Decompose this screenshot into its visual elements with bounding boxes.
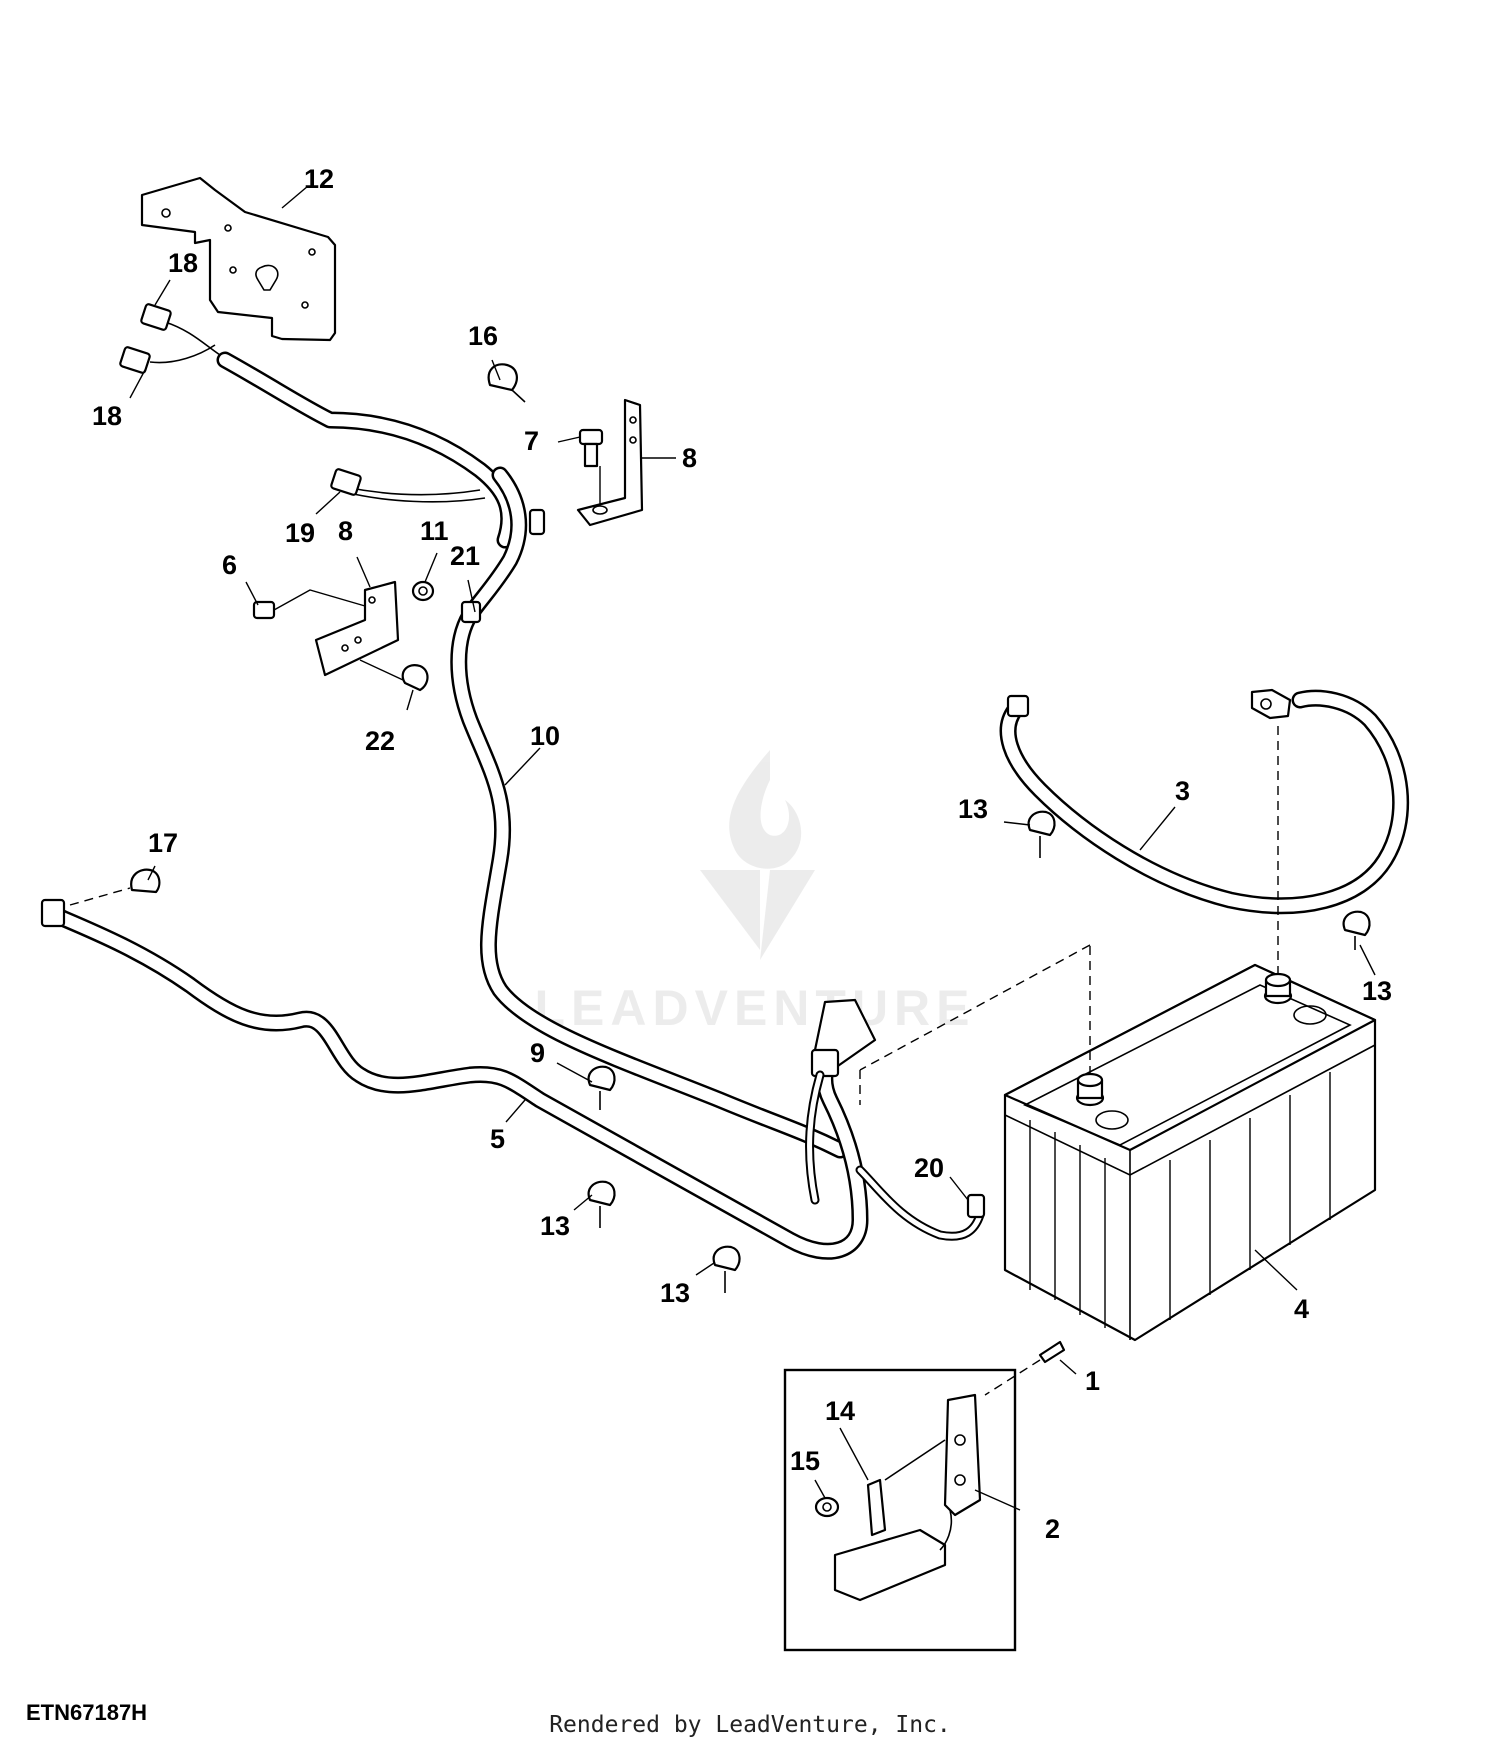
leadventure-watermark: LEADVENTURE [534,750,975,1036]
callouts: 1 2 3 4 5 6 7 8 8 9 10 11 12 13 13 13 13… [92,164,1392,1544]
bolt-7 [578,428,604,468]
grommet-11 [411,580,435,602]
callout-8-lower: 8 [338,516,353,546]
callout-16: 16 [468,321,498,351]
render-credit: Rendered by LeadVenture, Inc. [549,1712,951,1738]
callout-10: 10 [530,721,560,751]
mounting-plate [140,176,337,342]
clip-13-d [712,1245,741,1293]
upper-harness [119,303,546,624]
callout-9: 9 [530,1038,545,1068]
callout-15: 15 [790,1446,820,1476]
callout-11: 11 [420,516,449,546]
callout-5: 5 [490,1124,505,1154]
callout-8-upper: 8 [682,443,697,473]
cable-10 [450,600,849,1159]
callout-22: 22 [365,726,395,756]
watermark-text: LEADVENTURE [534,980,975,1036]
callout-20: 20 [914,1153,944,1183]
callout-3: 3 [1175,776,1190,806]
callout-7: 7 [524,426,539,456]
clip-13-c [587,1180,616,1228]
ground-wire-20 [855,1165,986,1241]
callout-18-b: 18 [92,401,122,431]
bracket-8-lower [314,580,400,677]
clip-13-a [1027,810,1056,858]
callout-12: 12 [304,164,334,194]
battery-4 [859,720,1377,1342]
pin-1 [984,1340,1066,1396]
clip-13-b [1342,910,1371,950]
terminal-boot [805,998,877,1205]
callout-13-c: 13 [540,1211,570,1241]
callout-13-a: 13 [958,794,988,824]
callout-13-b: 13 [1362,976,1392,1006]
bolt-6 [252,589,366,620]
callout-19: 19 [285,518,315,548]
callout-1: 1 [1085,1366,1100,1396]
bracket-8-upper [576,398,644,527]
fuse-holder-box [783,1368,1017,1652]
harness-clip-16 [487,363,526,403]
clip-9 [587,1065,616,1110]
callout-2: 2 [1045,1514,1060,1544]
callout-18-a: 18 [168,248,198,278]
leader-lines [129,185,1376,1511]
cable-5 [40,898,869,1260]
terminal-cover-17 [69,868,161,906]
callout-17: 17 [148,828,178,858]
callout-4: 4 [1294,1294,1309,1324]
cable-3 [999,688,1410,915]
callout-6: 6 [222,550,237,580]
callout-13-d: 13 [660,1278,690,1308]
callout-21: 21 [450,541,480,571]
callout-14: 14 [825,1396,855,1426]
clip-22 [359,659,429,692]
diagram-code: ETN67187H [26,1700,148,1725]
